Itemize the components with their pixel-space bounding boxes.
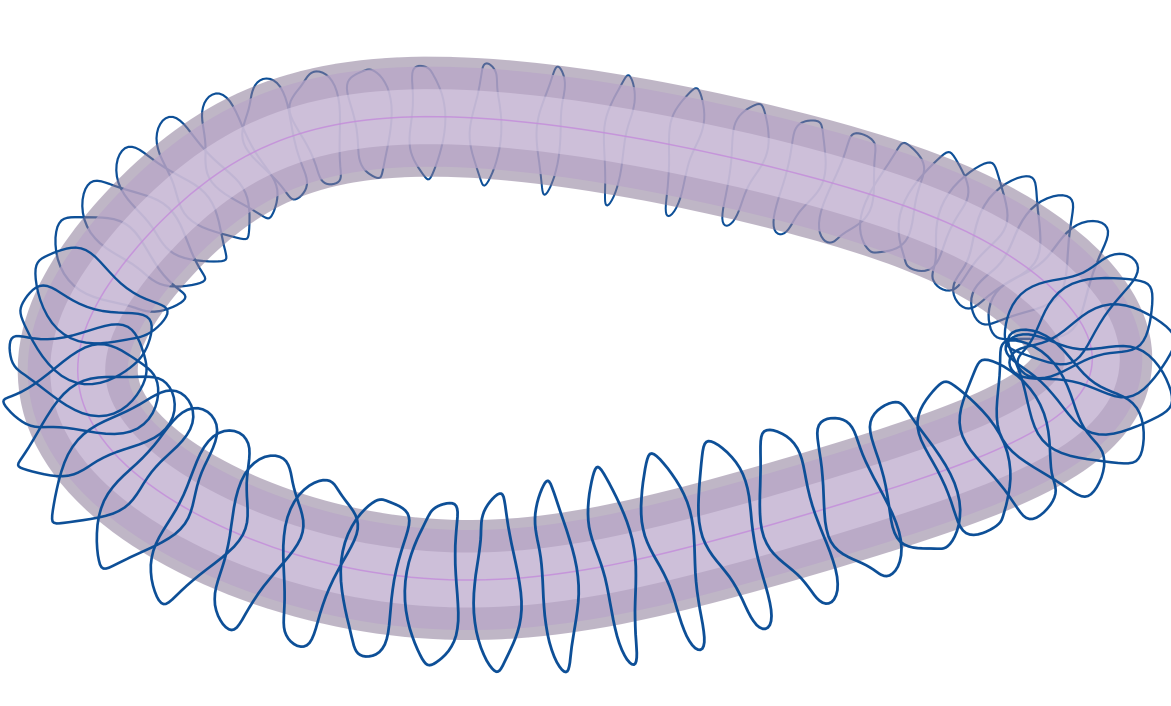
coil-26 bbox=[19, 284, 153, 386]
coil-20 bbox=[149, 429, 251, 606]
coil-11 bbox=[697, 439, 773, 631]
front-coil-layer bbox=[2, 246, 1171, 674]
coil-9 bbox=[815, 416, 903, 578]
coil-5 bbox=[995, 339, 1106, 498]
coil-7 bbox=[916, 380, 1012, 537]
coil-15 bbox=[472, 492, 523, 674]
coil-50 bbox=[1003, 252, 1140, 366]
coil-6 bbox=[958, 358, 1058, 521]
coil-22 bbox=[50, 389, 195, 525]
coil-3 bbox=[1004, 333, 1171, 436]
coil-12 bbox=[639, 452, 706, 652]
coil-24 bbox=[2, 342, 160, 436]
coil-25 bbox=[8, 323, 148, 418]
coil-19 bbox=[213, 454, 305, 632]
coil-2 bbox=[1008, 303, 1171, 399]
magnetic-axis bbox=[76, 115, 1094, 581]
coil-23 bbox=[16, 375, 176, 478]
coil-16 bbox=[403, 501, 460, 667]
coil-10 bbox=[758, 428, 840, 605]
coil-13 bbox=[586, 465, 639, 666]
coil-21 bbox=[95, 406, 219, 570]
coil-27 bbox=[34, 246, 169, 345]
coil-8 bbox=[868, 400, 962, 551]
coil-14 bbox=[533, 479, 581, 674]
plasma-surface bbox=[17, 56, 1153, 640]
coil-4 bbox=[1006, 328, 1145, 465]
